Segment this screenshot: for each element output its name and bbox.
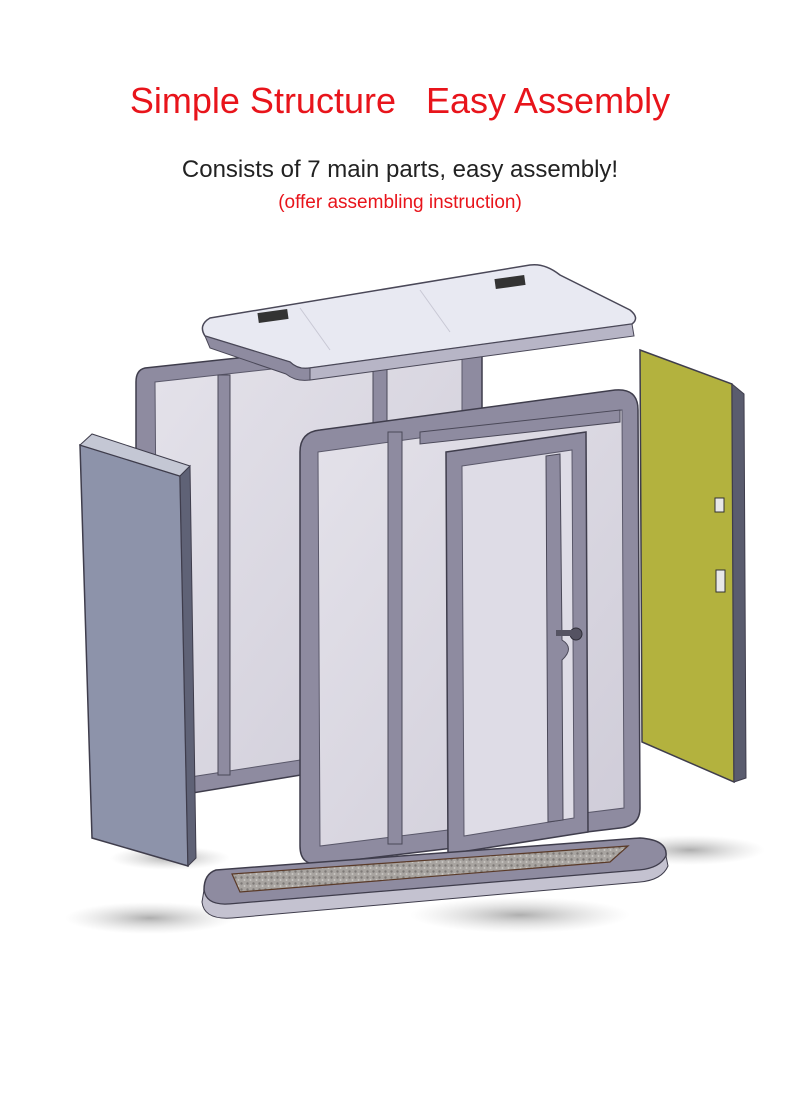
door (445, 431, 589, 855)
roof-panel (201, 263, 637, 381)
subtitle: Consists of 7 main parts, easy assembly! (181, 156, 619, 183)
floor-base (201, 837, 669, 919)
left-side-panel (79, 433, 197, 868)
assembly-instruction-note: (offer assembling instruction) (278, 192, 522, 213)
headline: Simple Structure Easy Assembly (129, 80, 671, 121)
right-side-panel (639, 348, 747, 784)
